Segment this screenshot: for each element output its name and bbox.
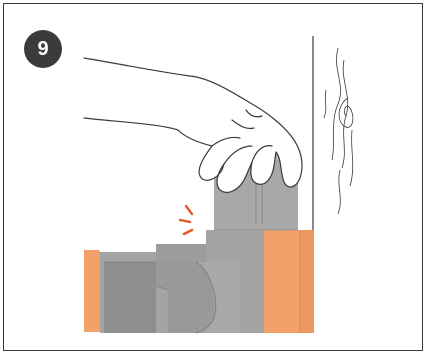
- hand-icon: [84, 58, 302, 192]
- click-sound-icon: [180, 206, 192, 234]
- right-orange-rail: [262, 230, 314, 333]
- base-channel: [100, 230, 264, 333]
- wood-grain-icon: [324, 48, 353, 214]
